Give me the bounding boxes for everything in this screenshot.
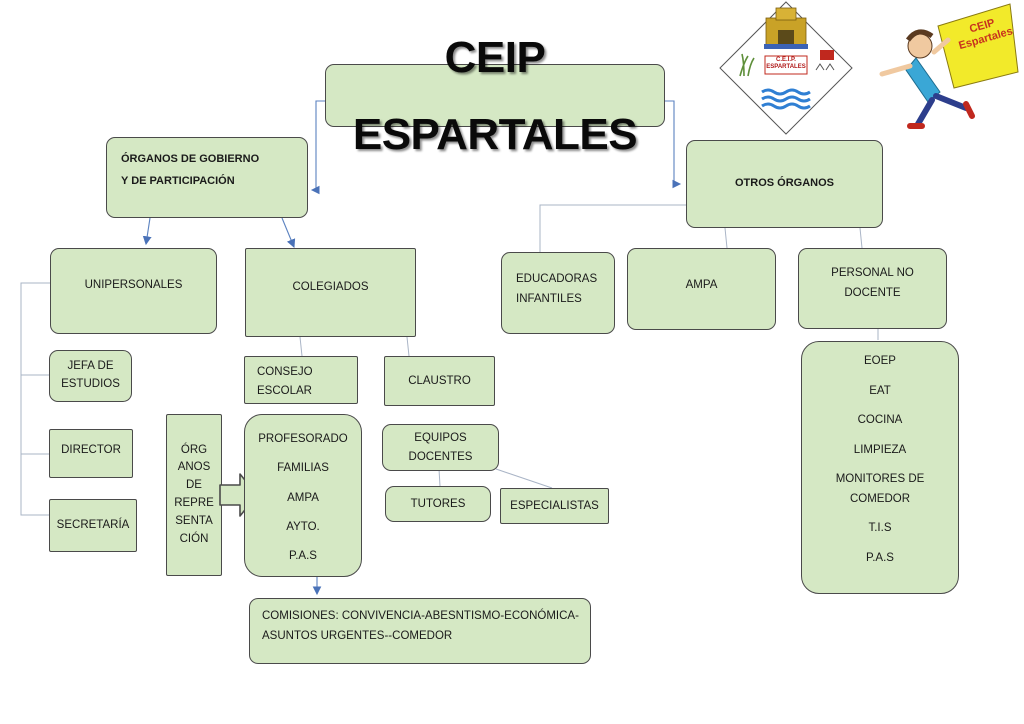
personal-item-cocina: COCINA [857,414,903,427]
personal-line-1: PERSONAL NO [831,267,914,279]
tutores-box: TUTORES [385,486,491,522]
personal-item-pas: P.A.S [866,551,894,564]
title-box: CEIP ESPARTALES [325,33,665,159]
sector-item-profesorado: PROFESORADO [258,433,348,445]
otros-organos-box: OTROS ÓRGANOS [686,140,883,228]
sector-item-ampa: AMPA [287,491,319,504]
consejo-escolar-box: CONSEJO ESCOLAR [244,356,358,404]
representacion-line-3: DE [186,479,202,492]
page-title: CEIP ESPARTALES [352,32,638,159]
unipersonales-label: UNIPERSONALES [84,279,183,291]
colegiados-label: COLEGIADOS [292,281,369,293]
jefa-line-2: ESTUDIOS [61,378,120,390]
especialistas-label: ESPECIALISTAS [510,499,599,512]
gobierno-line-2: Y DE PARTICIPACIÓN [121,175,235,187]
sectores-box: PROFESORADO FAMILIAS AMPA AYTO. P.A.S [244,414,362,577]
consejo-line-1: CONSEJO [257,366,313,378]
unipersonales-box: UNIPERSONALES [50,248,217,334]
educadoras-line-2: INFANTILES [516,293,582,306]
school-logo: C.E.I.P. ESPARTALES [718,0,854,136]
educadoras-line-1: EDUCADORAS [516,273,598,285]
especialistas-box: ESPECIALISTAS [500,488,609,524]
personal-item-limpieza: LIMPIEZA [853,443,907,456]
comisiones-line-2: ASUNTOS URGENTES--COMEDOR [262,629,453,642]
running-kid-icon [879,3,1019,129]
personal-no-docente-box: PERSONAL NO DOCENTE [798,248,947,329]
logo-line-1: C.E.I.P. [776,57,796,63]
representacion-box: ÓRG ANOS DE REPRE SENTA CIÓN [166,414,222,576]
secretaria-label: SECRETARÍA [56,519,130,532]
representacion-line-4: REPRE [174,497,214,509]
representacion-line-2: ANOS [177,461,211,474]
equipos-line-2: DOCENTES [408,450,473,463]
personal-line-2: DOCENTE [844,287,901,300]
sector-item-ayto: AYTO. [286,520,320,533]
logo-diamond-icon [719,1,853,135]
otros-organos-label: OTROS ÓRGANOS [734,177,834,190]
comisiones-box: COMISIONES: CONVIVENCIA-ABESNTISMO-ECONÓ… [249,598,591,664]
jefa-line-1: JEFA DE [67,360,114,373]
representacion-line-5: SENTA [175,514,213,527]
equipos-docentes-box: EQUIPOS DOCENTES [382,424,499,471]
representacion-line-6: CIÓN [179,532,209,545]
tutores-label: TUTORES [410,497,466,510]
ampa-label: AMPA [685,279,718,291]
educadoras-box: EDUCADORAS INFANTILES [501,252,615,334]
personal-item-eat: EAT [869,384,891,397]
secretaria-box: SECRETARÍA [49,499,137,552]
sector-item-pas: P.A.S [289,550,317,563]
claustro-box: CLAUSTRO [384,356,495,406]
ampa-box: AMPA [627,248,776,330]
personal-item-tis: T.I.S [868,522,892,535]
mascot-banner: CEIP Espartales [870,0,1020,140]
director-box: DIRECTOR [49,429,133,478]
colegiados-box: COLEGIADOS [245,248,416,337]
representacion-line-1: ÓRG [180,443,208,456]
equipos-line-1: EQUIPOS [414,431,467,444]
comisiones-line-1: COMISIONES: CONVIVENCIA-ABESNTISMO-ECONÓ… [262,610,579,622]
personal-item-monitores: MONITORES DE [835,473,925,486]
logo-line-2: ESPARTALES [766,64,806,71]
claustro-label: CLAUSTRO [408,374,471,387]
director-label: DIRECTOR [61,444,121,456]
jefa-estudios-box: JEFA DE ESTUDIOS [49,350,132,402]
gobierno-line-1: ÓRGANOS DE GOBIERNO [121,153,260,165]
sector-item-familias: FAMILIAS [277,462,329,475]
consejo-line-2: ESCOLAR [257,384,312,397]
personal-item-comedor: COMEDOR [849,492,911,505]
personal-item-eoep: EOEP [864,355,896,367]
gobierno-box: ÓRGANOS DE GOBIERNO Y DE PARTICIPACIÓN [106,137,308,218]
personal-list-box: EOEP EAT COCINA LIMPIEZA MONITORES DE CO… [801,341,959,594]
